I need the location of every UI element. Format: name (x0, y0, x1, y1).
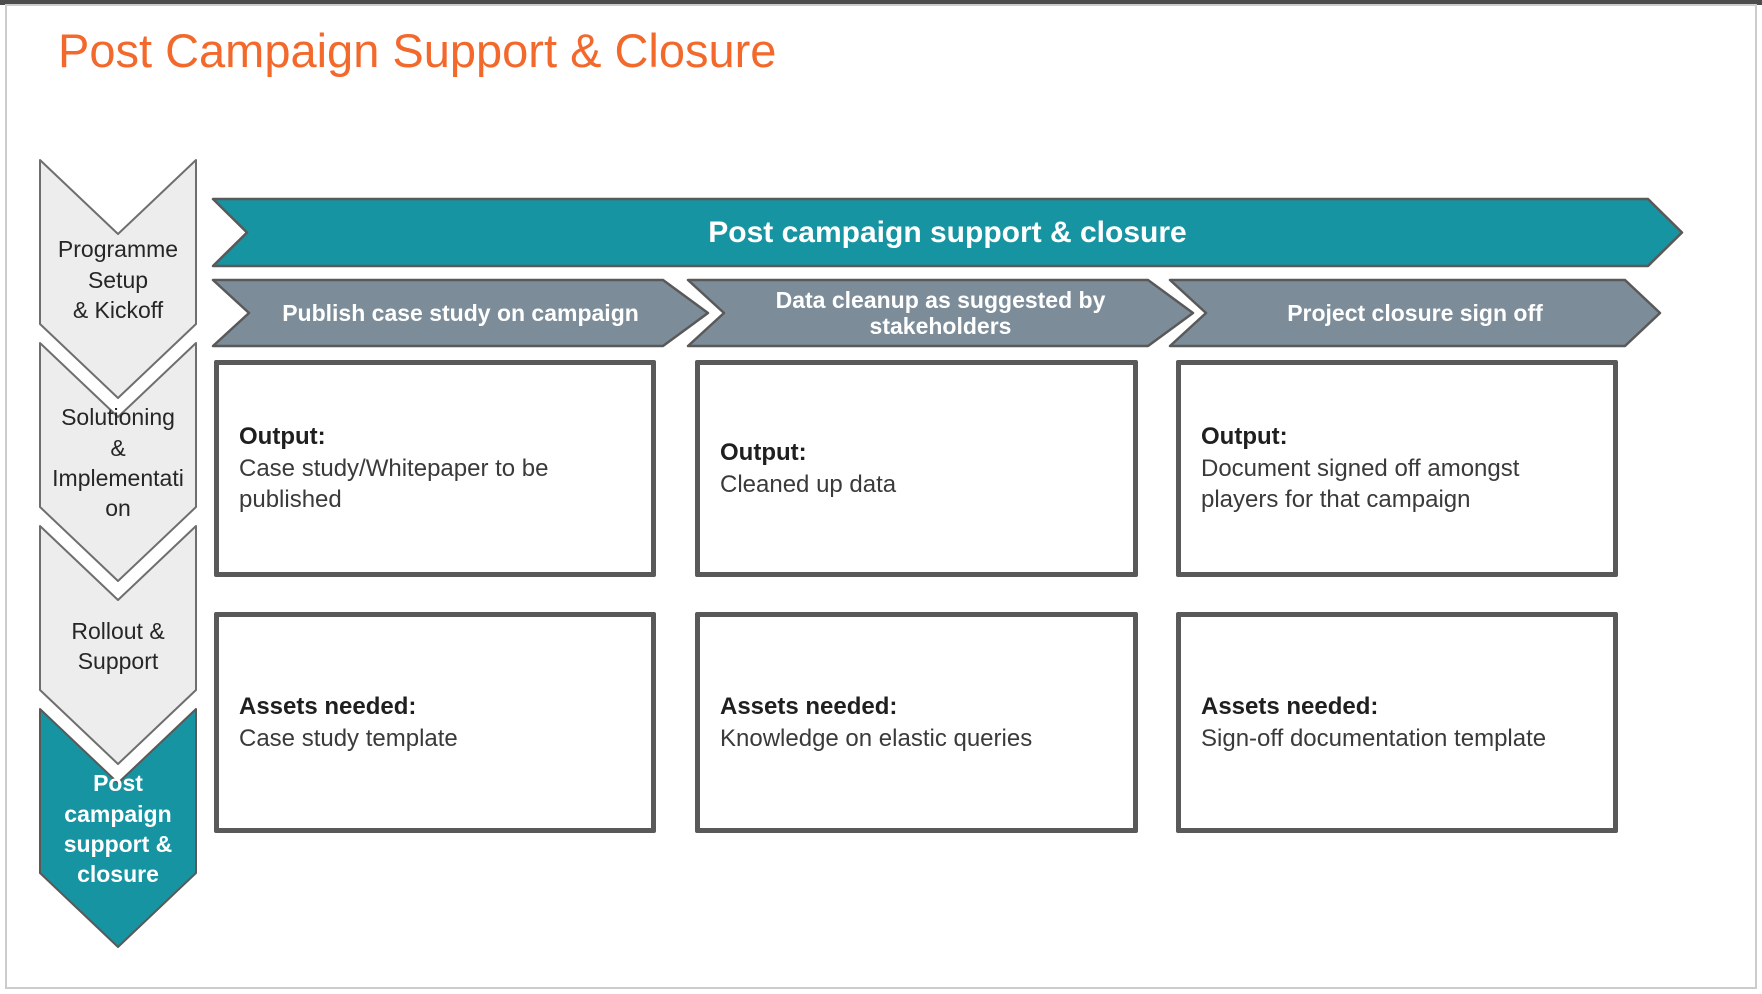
output-label-2: Output: (720, 438, 807, 466)
banner-label: Post campaign support & closure (708, 215, 1187, 249)
page-title: Post Campaign Support & Closure (58, 24, 777, 77)
assets-box-3: Assets needed: Sign-off documentation te… (1176, 612, 1618, 833)
stage-chevron-solutioning (39, 342, 197, 582)
stage-label-programme-setup: Programme Setup & Kickoff (57, 236, 179, 324)
output-label-3: Output: (1201, 422, 1288, 450)
output-label-1: Output: (239, 422, 326, 450)
stage-label-solutioning: Solutioning & Implementation (52, 404, 184, 522)
step-arrow-label-3: Project closure sign off (1287, 299, 1543, 326)
assets-label-3: Assets needed: (1201, 692, 1379, 720)
banner-arrow-shape (211, 197, 1684, 268)
assets-box-2: Assets needed: Knowledge on elastic quer… (695, 612, 1138, 833)
window-top-edge (0, 0, 1762, 5)
stage-chevron-programme-setup (39, 159, 197, 399)
stage-label-rollout: Rollout & Support (71, 617, 165, 674)
stage-chevron-post-campaign-active (39, 708, 197, 948)
step-arrow-shape-2 (686, 278, 1195, 348)
step-arrow-shape-3 (1168, 278, 1662, 348)
assets-label-2: Assets needed: (720, 692, 898, 720)
assets-box-1: Assets needed: Case study template (214, 612, 656, 833)
assets-text-2: Knowledge on elastic queries (720, 724, 1033, 752)
assets-label-1: Assets needed: (239, 692, 417, 720)
step-arrow-shape-1 (211, 278, 710, 348)
output-text-2: Cleaned up data (720, 470, 897, 498)
output-text-3: Document signed off amongst players for … (1201, 454, 1520, 514)
step-arrow-label-2: Data cleanup as suggested by stakeholder… (775, 286, 1106, 339)
output-text-1: Case study/Whitepaper to be published (239, 454, 549, 514)
stage-label-post-campaign: Post campaign support & closure (63, 770, 173, 888)
assets-text-3: Sign-off documentation template (1201, 724, 1547, 752)
output-box-2: Output: Cleaned up data (695, 360, 1138, 577)
output-box-1: Output: Case study/Whitepaper to be publ… (214, 360, 656, 577)
step-arrow-label-1: Publish case study on campaign (282, 299, 639, 326)
assets-text-1: Case study template (239, 724, 458, 752)
output-box-3: Output: Document signed off amongst play… (1176, 360, 1618, 577)
stage-chevron-rollout (39, 525, 197, 765)
